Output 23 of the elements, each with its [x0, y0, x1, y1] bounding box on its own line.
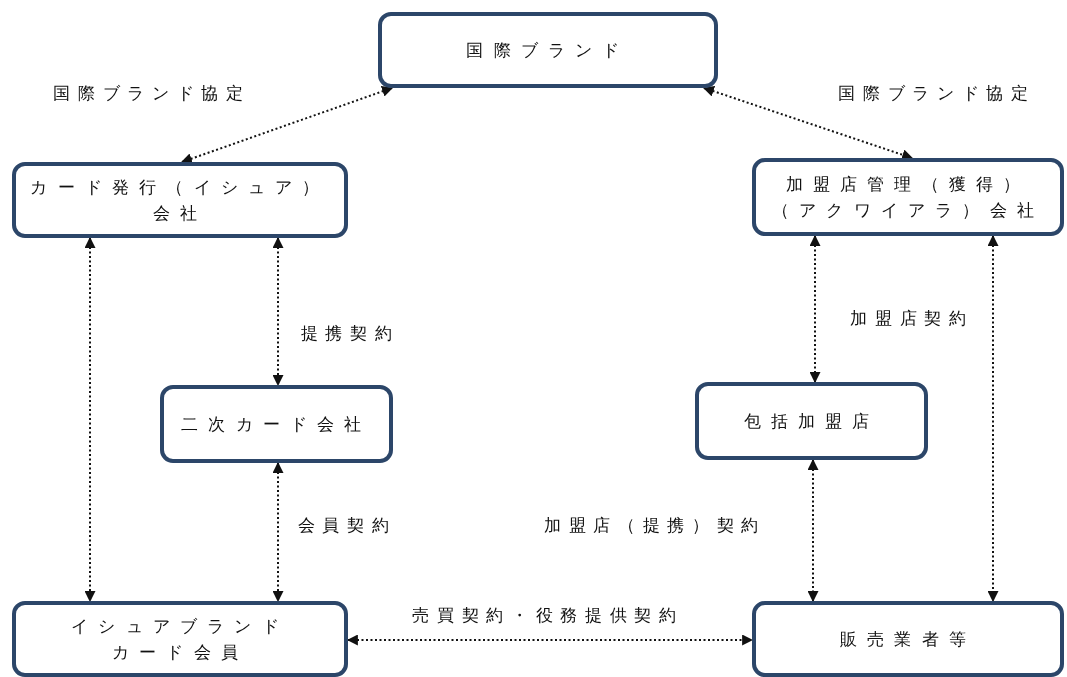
rounded-box [12, 162, 348, 238]
dotted-arrow [84, 236, 96, 603]
dotted-arrow [702, 85, 914, 161]
dotted-arrow [809, 234, 821, 384]
box-label: 国際ブランド [466, 38, 630, 62]
rounded-box [378, 12, 718, 88]
box-label: 二次カード会社 [181, 412, 372, 436]
box-label: カード発行（イシュア）会社 [29, 175, 331, 225]
box-label: イシュアブランドカード会員 [70, 614, 290, 664]
dotted-arrow [987, 234, 999, 603]
box-label: 包括加盟店 [743, 409, 880, 433]
box-label: 加盟店管理（獲得）（アクワイアラ）会社 [771, 172, 1045, 222]
dotted-arrow [272, 461, 284, 603]
rounded-box [160, 385, 393, 463]
dotted-arrow [272, 236, 284, 387]
rounded-box [752, 601, 1064, 677]
rounded-box [695, 382, 928, 460]
dotted-arrow [807, 458, 819, 603]
dotted-arrow [346, 634, 754, 646]
rounded-box [752, 158, 1064, 236]
rounded-box [12, 601, 348, 677]
dotted-arrow [180, 86, 394, 164]
box-label: 販売業者等 [840, 627, 976, 651]
